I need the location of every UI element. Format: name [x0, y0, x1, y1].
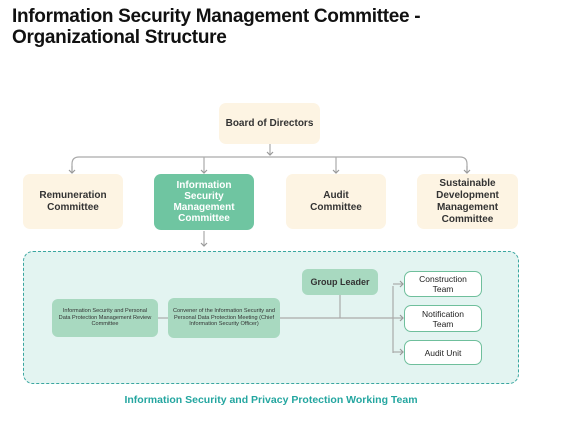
infosec-committee-node: Information Security Management Committe… [154, 174, 254, 230]
working-team-caption: Information Security and Privacy Protect… [124, 394, 418, 406]
group-leader-node: Group Leader [302, 269, 378, 295]
review-committee-node: Information Security and Personal Data P… [52, 299, 158, 337]
sustainable-development-committee-node: Sustainable Development Management Commi… [417, 174, 518, 229]
notification-team-node: Notification Team [404, 305, 482, 332]
page-title: Information Security Management Committe… [12, 6, 421, 48]
remuneration-committee-node: Remuneration Committee [23, 174, 123, 229]
audit-committee-node: Audit Committee [286, 174, 386, 229]
construction-team-node: Construction Team [404, 271, 482, 297]
board-of-directors-node: Board of Directors [219, 103, 320, 144]
convener-node: Convener of the Information Security and… [168, 298, 280, 338]
audit-unit-node: Audit Unit [404, 340, 482, 365]
